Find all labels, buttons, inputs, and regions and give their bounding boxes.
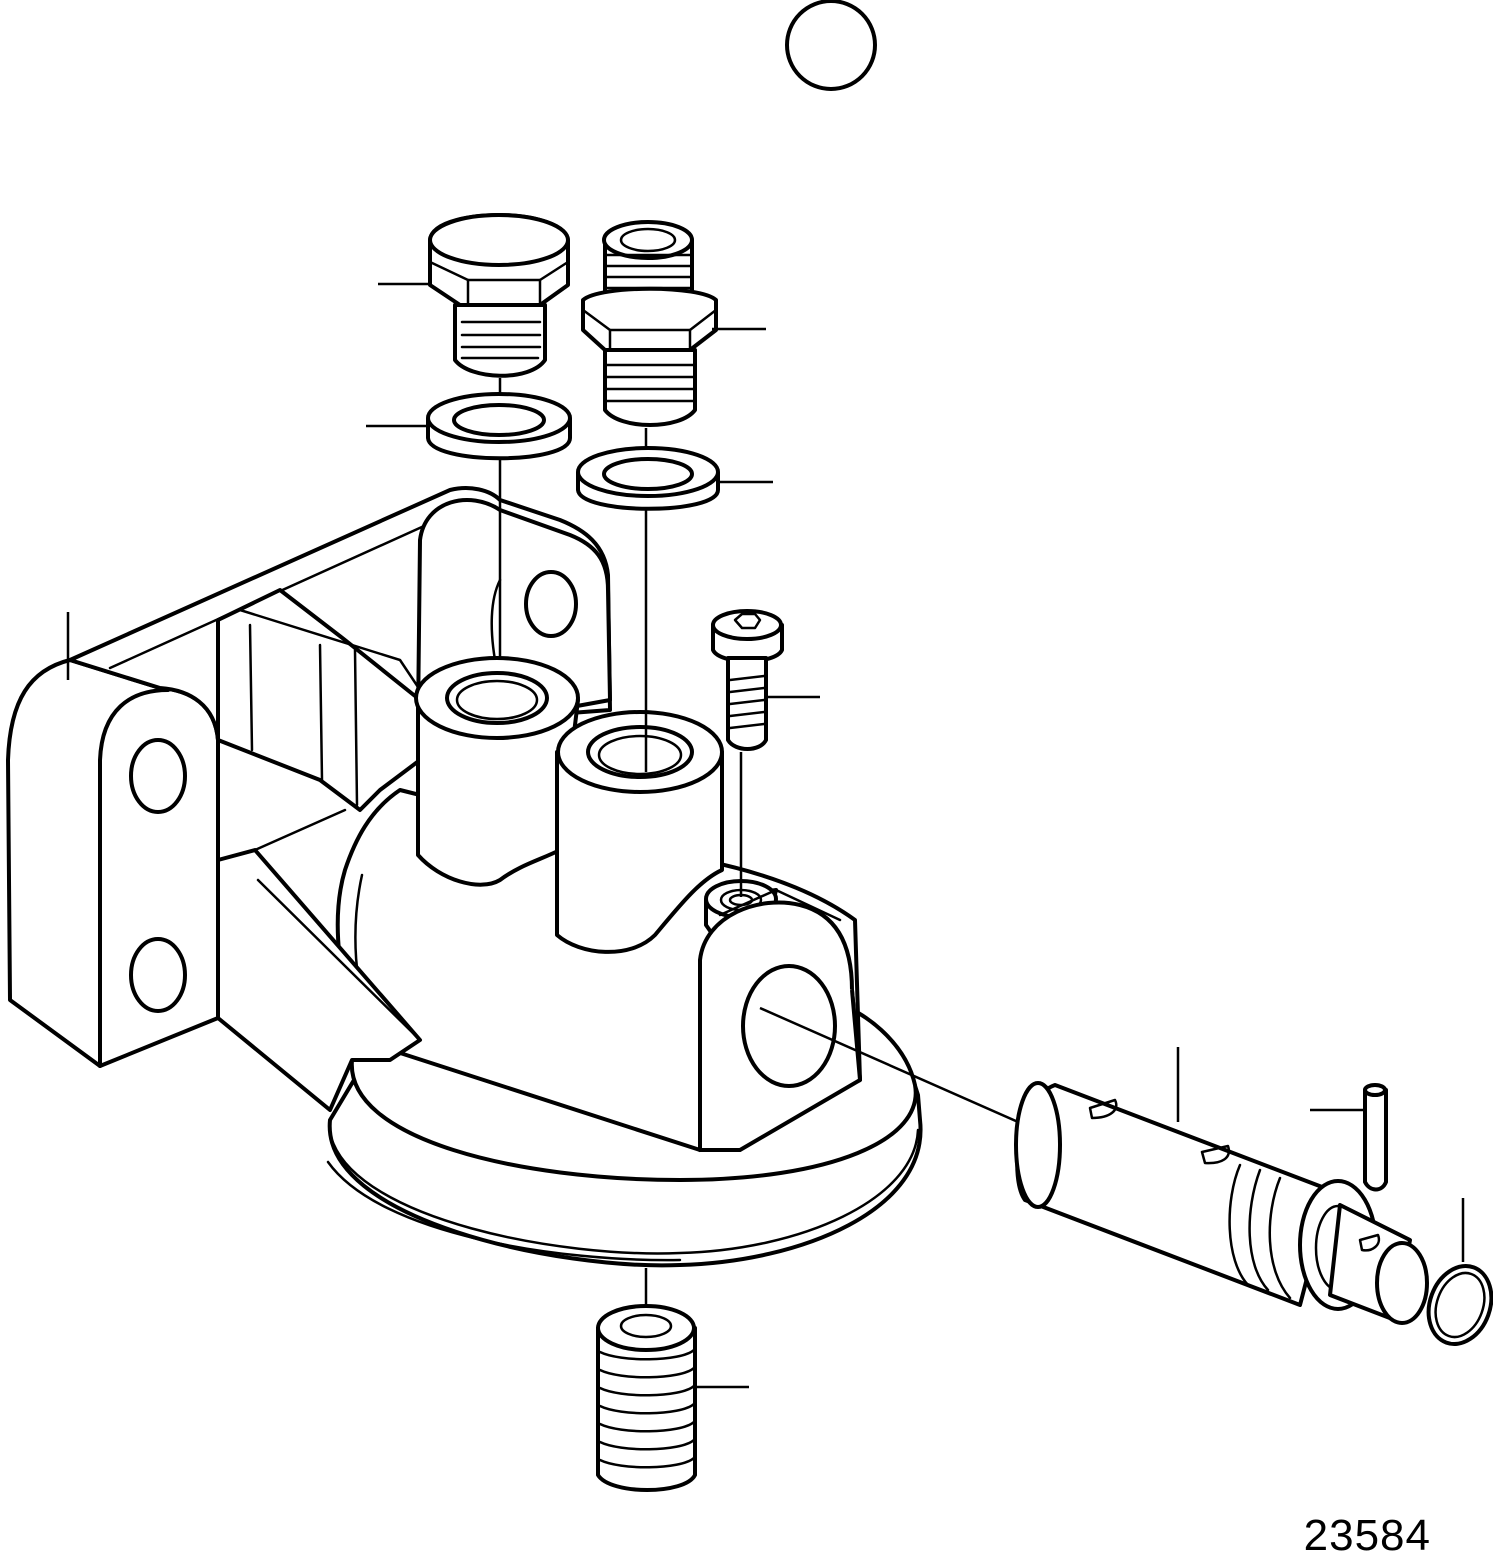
pivot-shaft	[1014, 1081, 1429, 1325]
figure-number: 23584	[1303, 1511, 1431, 1560]
filter-bracket-housing	[6, 486, 923, 1268]
reference-circle	[785, 0, 877, 91]
callout-leader-lines	[66, 282, 1465, 1389]
sealing-washer-right	[576, 446, 720, 511]
sealing-washer-left	[426, 392, 572, 461]
threaded-stud	[596, 1304, 697, 1492]
adapter-nipple	[581, 220, 718, 427]
socket-cap-screw	[711, 609, 784, 751]
hex-plug	[428, 213, 570, 378]
o-ring	[1426, 1264, 1493, 1346]
roll-pin	[1363, 1083, 1388, 1192]
